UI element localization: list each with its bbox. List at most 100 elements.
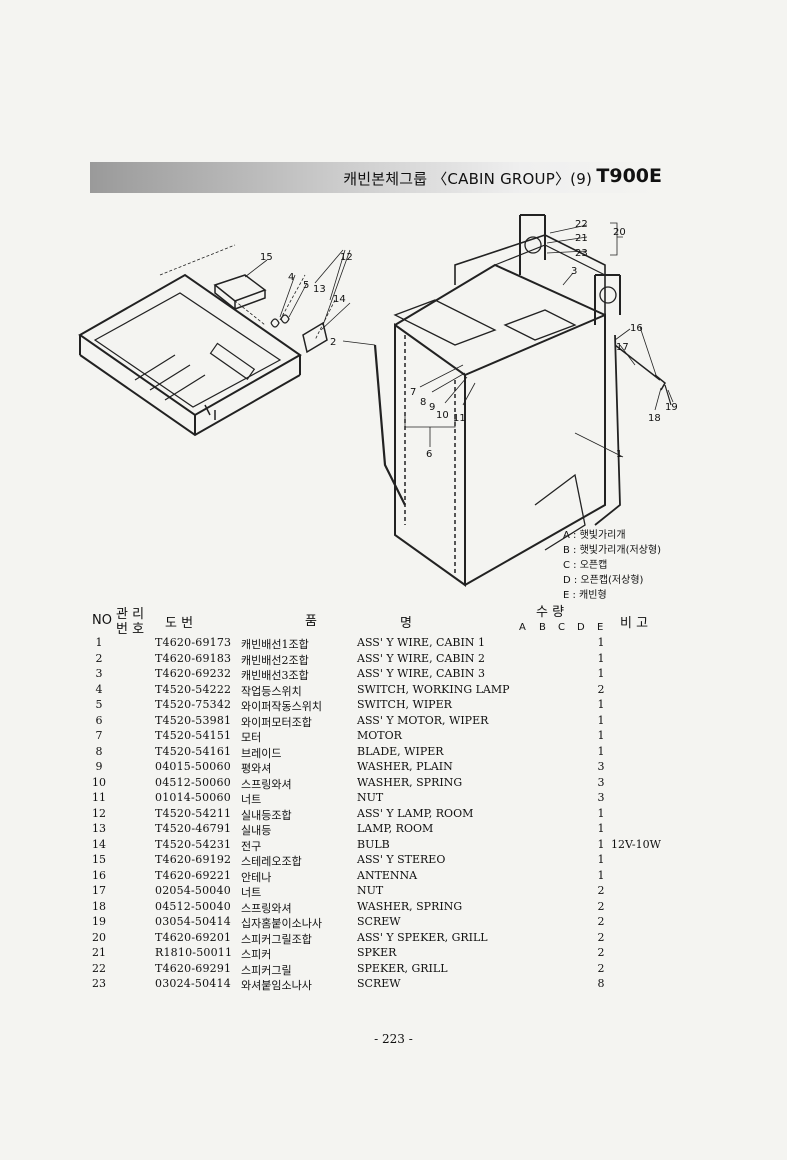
callout-10: 10 xyxy=(436,410,449,421)
model-label: T900E xyxy=(596,165,662,187)
quantity: 2 xyxy=(597,946,605,959)
row-number: 14 xyxy=(92,837,106,851)
header-name: 명 xyxy=(400,616,412,631)
row-number: 22 xyxy=(92,961,106,975)
quantity: 2 xyxy=(597,961,605,975)
drawing-number: R1810-50011 xyxy=(155,946,233,959)
row-number: 12 xyxy=(92,806,106,820)
row-number: 7 xyxy=(95,729,103,742)
row-number: 15 xyxy=(92,853,106,866)
legend-item-c: C : 오픈캡 xyxy=(563,560,608,571)
callout-19: 19 xyxy=(665,402,678,413)
callout-21: 21 xyxy=(575,233,588,244)
item-name-korean: 실내등조합 xyxy=(241,808,292,822)
item-name-english: ASS' Y STEREO xyxy=(357,853,446,866)
item-name-korean: 캐빈배선2조합 xyxy=(241,653,309,667)
item-name-english: ASS' Y MOTOR, WIPER xyxy=(357,713,489,727)
quantity: 1 xyxy=(597,806,605,820)
quantity: 1 xyxy=(597,822,605,835)
row-number: 17 xyxy=(92,884,106,897)
quantity: 1 xyxy=(597,744,605,758)
item-name-korean: 스피커 xyxy=(241,948,272,961)
quantity: 1 xyxy=(597,636,605,649)
item-name-english: ANTENNA xyxy=(357,868,418,882)
item-name-english: SCREW xyxy=(357,977,401,990)
drawing-number: T4620-69201 xyxy=(155,930,232,944)
callout-23: 23 xyxy=(575,248,588,259)
item-name-korean: 안테나 xyxy=(241,870,272,884)
quantity: 1 xyxy=(597,651,605,665)
row-number: 6 xyxy=(95,713,103,727)
quantity: 3 xyxy=(597,775,605,789)
header-item: 품 xyxy=(305,614,317,629)
drawing-number: T4620-69192 xyxy=(155,853,232,866)
row-number: 19 xyxy=(92,915,106,928)
callout-17: 17 xyxy=(616,342,629,353)
row-number: 21 xyxy=(92,946,106,959)
table-row: 12 T4520-54211 실내등조합 ASS' Y LAMP, ROOM 1 xyxy=(0,807,787,823)
drawing-number: 03024-50414 xyxy=(155,977,231,990)
callout-1: 1 xyxy=(616,449,622,460)
item-name-korean: 스프링와셔 xyxy=(241,901,292,915)
quantity: 2 xyxy=(597,682,605,696)
header-variant-e: E xyxy=(597,622,604,633)
quantity: 1 xyxy=(597,729,605,742)
row-number: 18 xyxy=(92,899,106,913)
callout-5: 5 xyxy=(303,280,309,291)
callout-8: 8 xyxy=(420,397,426,408)
item-name-english: WASHER, SPRING xyxy=(357,775,463,789)
row-number: 16 xyxy=(92,868,106,882)
exploded-parts-diagram: 15 4 5 12 13 14 2 22 21 23 20 3 16 17 18… xyxy=(75,205,678,605)
item-name-korean: 전구 xyxy=(241,839,262,853)
header-remarks: 비 고 xyxy=(620,616,649,631)
item-name-english: WASHER, PLAIN xyxy=(357,760,453,773)
header-drawing-no: 도 번 xyxy=(165,616,194,631)
item-name-english: SPEKER, GRILL xyxy=(357,961,448,975)
legend-item-a: A : 햇빛가리개 xyxy=(563,530,626,541)
drawing-number: 04512-50060 xyxy=(155,775,231,789)
item-name-english: ASS' Y WIRE, CABIN 3 xyxy=(357,667,485,680)
drawing-number: T4520-53981 xyxy=(155,713,232,727)
row-number: 10 xyxy=(92,775,106,789)
row-number: 5 xyxy=(95,698,103,711)
item-name-english: ASS' Y LAMP, ROOM xyxy=(357,806,474,820)
callout-12: 12 xyxy=(340,252,353,263)
item-name-korean: 스테레오조합 xyxy=(241,855,302,868)
callout-14: 14 xyxy=(333,294,346,305)
callout-13: 13 xyxy=(313,284,326,295)
item-name-korean: 너트 xyxy=(241,793,262,806)
header-mgmt-line2: 번 호 xyxy=(116,622,145,637)
drawing-number: T4620-69173 xyxy=(155,636,232,649)
variant-legend: A : 햇빛가리개 B : 햇빛가리개(저상형) C : 오픈캡 D : 오픈캡… xyxy=(563,528,661,603)
legend-item-b: B : 햇빛가리개(저상형) xyxy=(563,545,661,556)
quantity: 3 xyxy=(597,791,605,804)
drawing-number: T4520-54211 xyxy=(155,806,232,820)
drawing-number: T4520-54231 xyxy=(155,837,232,851)
header-mgmt-line1: 관 리 xyxy=(116,607,145,622)
item-name-english: SWITCH, WIPER xyxy=(357,698,452,711)
callout-15: 15 xyxy=(260,252,273,263)
callout-9: 9 xyxy=(429,402,435,413)
page-title: 캐빈본체그룹 〈CABIN GROUP〉(9) xyxy=(343,170,592,188)
quantity: 1 xyxy=(597,868,605,882)
quantity: 1 xyxy=(597,853,605,866)
row-number: 3 xyxy=(95,667,103,680)
callout-18: 18 xyxy=(648,413,661,424)
item-name-english: BLADE, WIPER xyxy=(357,744,444,758)
item-name-korean: 실내등 xyxy=(241,824,272,837)
diagram-callout-labels: 15 4 5 12 13 14 2 22 21 23 20 3 16 17 18… xyxy=(260,219,678,460)
legend-item-e: E : 캐빈형 xyxy=(563,590,607,601)
